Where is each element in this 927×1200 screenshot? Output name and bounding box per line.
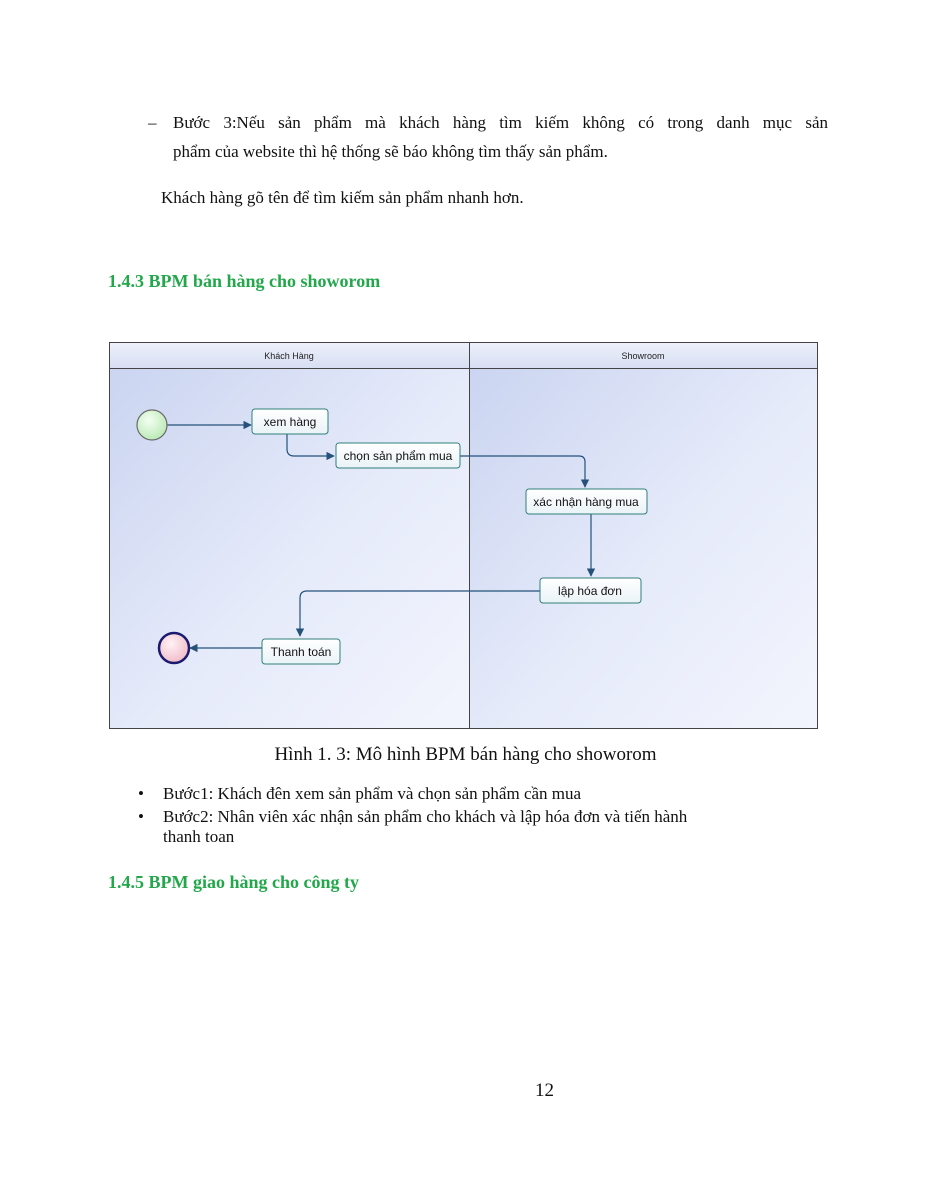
bullet-marker: •: [138, 784, 144, 803]
edge-lap-to-thanh-toan: [295, 590, 540, 637]
list-item: • Bước2: Nhân viên xác nhận sản phẩm cho…: [112, 807, 792, 847]
step3-text-line2: phẩm của website thì hệ thống sẽ báo khô…: [173, 142, 608, 162]
section-heading-145: 1.4.5 BPM giao hàng cho công ty: [108, 872, 360, 892]
edge-chon-to-xac-nhan: [460, 455, 590, 488]
page-number: 12: [535, 1080, 554, 1101]
node-xac-nhan: xác nhận hàng mua: [533, 495, 639, 509]
bpm-diagram: Khách Hàng Showroom xem hàng chọn sản ph…: [109, 342, 818, 729]
node-xem-hang-box: [251, 408, 329, 435]
step2-text-line1: Bước2: Nhân viên xác nhận sản phẩm cho k…: [163, 807, 688, 826]
edge-xem-hang-to-chon: [286, 434, 335, 461]
figure-caption: Hình 1. 3: Mô hình BPM bán hàng cho show…: [274, 744, 657, 765]
list-item: • Bước1: Khách đên xem sản phẩm và chọn …: [112, 784, 792, 804]
lane-header-customer: [109, 342, 470, 369]
node-xem-hang: xem hàng: [264, 415, 317, 429]
lane-title-customer: Khách Hàng: [264, 351, 314, 361]
node-chon-box: [335, 442, 461, 469]
end-node: [157, 631, 191, 665]
step3-item: – Bước 3:Nếu sản phẩm mà khách hàng tìm …: [148, 113, 828, 163]
lane-showroom: [469, 342, 818, 729]
section-heading-143: 1.4.3 BPM bán hàng cho showorom: [108, 271, 381, 291]
lane-customer: [109, 342, 470, 729]
node-xac-nhan-box: [525, 488, 648, 515]
step3-text-line1: Bước 3:Nếu sản phẩm mà khách hàng tìm ki…: [173, 113, 828, 132]
step1-text: Bước1: Khách đên xem sản phẩm và chọn sả…: [163, 784, 582, 803]
lane-title-showroom: Showroom: [621, 351, 664, 361]
node-lap-box: [539, 577, 642, 604]
search-note: Khách hàng gõ tên để tìm kiếm sản phẩm n…: [161, 188, 524, 207]
node-lap-hoa-don: lập hóa đơn: [558, 584, 622, 598]
bullet-marker: •: [138, 807, 144, 826]
node-thanh-toan-box: [261, 638, 341, 665]
node-chon-san-pham: chọn sản phẩm mua: [344, 449, 453, 463]
step2-text-line2: thanh toan: [163, 827, 235, 846]
start-node: [136, 409, 168, 441]
node-thanh-toan: Thanh toán: [271, 645, 332, 659]
steps-list: • Bước1: Khách đên xem sản phẩm và chọn …: [112, 784, 792, 850]
lane-header-showroom: [469, 342, 818, 369]
dash-marker: –: [148, 113, 157, 132]
